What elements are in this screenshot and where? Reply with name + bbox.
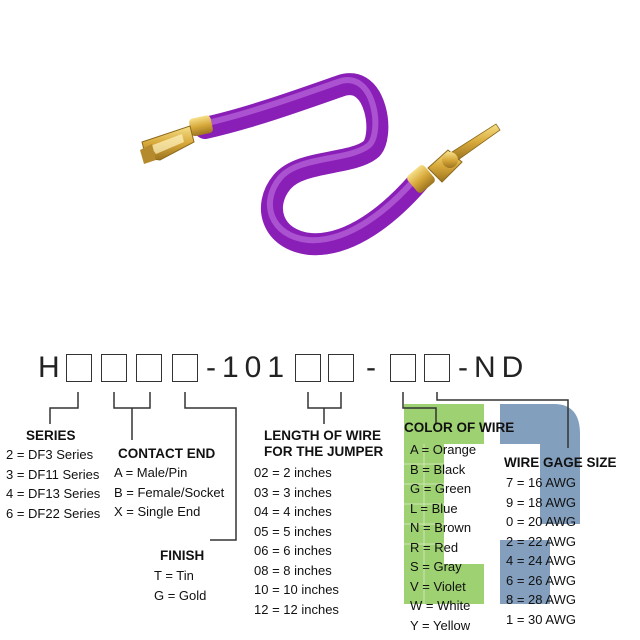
length-item: 03 = 3 inches	[254, 484, 332, 500]
gage-item: 6 = 26 AWG	[506, 572, 576, 588]
pn-box-contact-end-1	[101, 354, 127, 382]
gage-item: 2 = 22 AWG	[506, 533, 576, 549]
pn-box-length-2	[328, 354, 354, 382]
gage-item: 0 = 20 AWG	[506, 514, 576, 529]
pn-box-color-1	[390, 354, 416, 382]
gage-item: 1 = 30 AWG	[506, 611, 576, 627]
finish-heading: FINISH	[160, 548, 205, 563]
finish-list: T = Tin G = Gold	[154, 566, 206, 605]
length-item: 06 = 6 inches	[254, 543, 332, 558]
color-item: B = Black	[410, 461, 466, 477]
socket-contact-left	[140, 115, 213, 164]
contact-end-list: A = Male/Pin B = Female/Socket X = Singl…	[114, 463, 224, 522]
pn-box-gage	[424, 354, 450, 382]
length-item: 10 = 10 inches	[254, 582, 339, 597]
series-item: 3 = DF11 Series	[6, 466, 100, 482]
pn-box-series	[66, 354, 92, 382]
pn-suffix-nd: -ND	[458, 351, 530, 384]
gage-item: 4 = 24 AWG	[506, 553, 576, 568]
length-item: 08 = 8 inches	[254, 562, 332, 578]
color-item: G = Green	[410, 481, 472, 496]
color-item: A = Orange	[410, 442, 477, 457]
series-list: 2 = DF3 Series 3 = DF11 Series 4 = DF13 …	[6, 445, 100, 523]
contact-end-item: B = Female/Socket	[114, 484, 225, 500]
color-item: W = White	[410, 598, 471, 613]
color-item: Y = Yellow	[410, 617, 471, 633]
length-item: 12 = 12 inches	[254, 601, 339, 617]
length-heading-line1: LENGTH OF WIRE	[264, 428, 381, 443]
pn-prefix: H	[38, 351, 60, 384]
series-item: 4 = DF13 Series	[6, 486, 101, 501]
gage-item: 9 = 18 AWG	[506, 494, 576, 510]
length-item: 05 = 5 inches	[254, 523, 332, 539]
pn-box-length-1	[295, 354, 321, 382]
color-heading: COLOR OF WIRE	[404, 420, 515, 435]
part-number: H -101 - -ND	[0, 348, 640, 392]
gage-item: 8 = 28 AWG	[506, 592, 576, 607]
length-heading-line2: FOR THE JUMPER	[264, 444, 384, 459]
pin-contact-right	[407, 123, 501, 193]
pn-segment-101: -101	[206, 351, 291, 384]
finish-item: T = Tin	[154, 568, 194, 583]
contact-end-heading: CONTACT END	[118, 446, 216, 461]
series-item: 6 = DF22 Series	[6, 505, 101, 521]
pn-box-contact-end-2	[136, 354, 162, 382]
length-item: 04 = 4 inches	[254, 504, 332, 519]
jumper-wire-illustration	[140, 73, 501, 256]
length-item: 02 = 2 inches	[254, 465, 332, 480]
color-item: N = Brown	[410, 520, 472, 535]
color-item: L = Blue	[410, 500, 458, 516]
gage-item: 7 = 16 AWG	[506, 475, 576, 490]
finish-item: G = Gold	[154, 587, 207, 603]
contact-end-item: X = Single End	[114, 504, 201, 519]
color-item: S = Gray	[410, 559, 462, 574]
wire-body	[194, 73, 429, 256]
pn-dash: -	[366, 351, 376, 384]
color-list: A = Orange B = Black G = Green L = Blue …	[410, 440, 476, 635]
color-item: R = Red	[410, 539, 459, 555]
series-heading: SERIES	[26, 428, 76, 443]
contact-end-item: A = Male/Pin	[114, 465, 188, 480]
pn-box-finish	[172, 354, 198, 382]
gage-list: 7 = 16 AWG 9 = 18 AWG 0 = 20 AWG 2 = 22 …	[506, 473, 576, 629]
series-item: 2 = DF3 Series	[6, 447, 94, 462]
gage-heading: WIRE GAGE SIZE	[504, 455, 617, 470]
color-item: V = Violet	[410, 578, 466, 594]
length-list: 02 = 2 inches 03 = 3 inches 04 = 4 inche…	[254, 463, 339, 619]
